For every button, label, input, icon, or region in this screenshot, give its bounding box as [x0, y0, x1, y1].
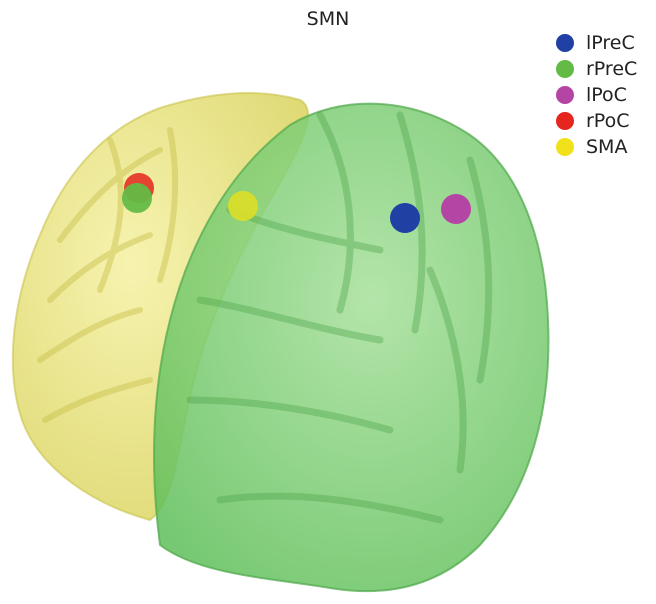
node-lpoc — [441, 194, 471, 224]
legend-item-rpoc: rPoC — [556, 108, 637, 134]
legend-item-sma: SMA — [556, 134, 637, 160]
legend-label: lPoC — [586, 84, 627, 106]
swatch-rpoc — [556, 112, 574, 130]
node-sma — [228, 191, 258, 221]
legend-label: rPreC — [586, 58, 637, 80]
legend-item-lprec: lPreC — [556, 30, 637, 56]
legend-label: lPreC — [586, 32, 635, 54]
legend-item-lpoc: lPoC — [556, 82, 637, 108]
swatch-sma — [556, 138, 574, 156]
legend-label: rPoC — [586, 110, 629, 132]
swatch-rprec — [556, 60, 574, 78]
swatch-lprec — [556, 34, 574, 52]
legend-item-rprec: rPreC — [556, 56, 637, 82]
swatch-lpoc — [556, 86, 574, 104]
node-rprec — [122, 183, 152, 213]
legend-label: SMA — [586, 136, 627, 158]
legend: lPreC rPreC lPoC rPoC SMA — [556, 30, 637, 160]
node-lprec — [390, 203, 420, 233]
